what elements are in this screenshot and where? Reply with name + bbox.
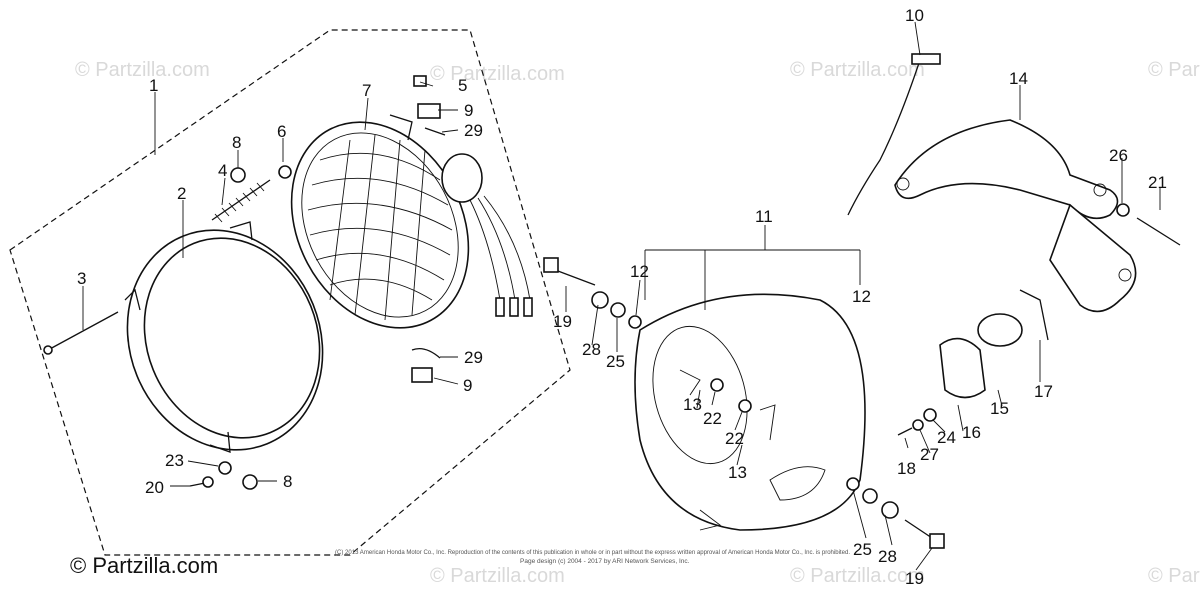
callout-labels: 1 2 3 4 5 6 7 8 8 9 9 10 11 12 12 13 13 … xyxy=(77,6,1167,588)
callout-10: 10 xyxy=(905,6,924,25)
callout-28a: 28 xyxy=(582,340,601,359)
spring xyxy=(211,179,271,221)
leader-lines xyxy=(82,21,1161,571)
watermark-text: © Partzilla.com xyxy=(790,565,925,587)
clip xyxy=(417,103,441,119)
watermark-text: © Partzilla.com xyxy=(1148,565,1200,587)
callout-22a: 22 xyxy=(703,409,722,428)
bushing-holder xyxy=(939,337,986,399)
grommet xyxy=(846,477,860,491)
callout-11: 11 xyxy=(755,207,773,226)
bushing xyxy=(977,313,1023,347)
watermark-text: © Partzilla.com xyxy=(790,59,925,81)
watermark-text: © Partzilla.com xyxy=(430,63,565,85)
bolt xyxy=(897,427,913,436)
callout-8b: 8 xyxy=(283,472,292,491)
headlight-unit xyxy=(290,114,533,329)
callout-16: 16 xyxy=(962,423,981,442)
callout-1: 1 xyxy=(149,76,158,95)
clip xyxy=(411,367,433,383)
callout-20: 20 xyxy=(145,478,164,497)
callout-7: 7 xyxy=(362,81,371,100)
callout-26: 26 xyxy=(1109,146,1128,165)
spring-clip xyxy=(424,127,446,136)
bolt-head xyxy=(543,257,559,273)
headlight-bracket xyxy=(894,119,1137,313)
screw xyxy=(242,474,258,490)
callout-14: 14 xyxy=(1009,69,1028,88)
watermark-layer: © Partzilla.com © Partzilla.com © Partzi… xyxy=(75,59,1200,587)
callout-9a: 9 xyxy=(464,101,473,120)
callout-3: 3 xyxy=(77,269,86,288)
washer xyxy=(591,291,609,309)
brand-watermark: © Partzilla.com xyxy=(70,553,218,578)
callout-2: 2 xyxy=(177,184,186,203)
grommet xyxy=(628,315,642,329)
watermark-text: © Partzilla.com xyxy=(430,565,565,587)
callout-13a: 13 xyxy=(683,395,702,414)
callout-29b: 29 xyxy=(464,348,483,367)
nut xyxy=(278,165,292,179)
callout-25b: 25 xyxy=(853,540,872,559)
callout-17: 17 xyxy=(1034,382,1053,401)
callout-25a: 25 xyxy=(606,352,625,371)
wire-terminal xyxy=(911,53,941,65)
callout-28b: 28 xyxy=(878,547,897,566)
callout-18: 18 xyxy=(897,459,916,478)
washer xyxy=(862,488,878,504)
callout-22b: 22 xyxy=(725,429,744,448)
callout-4: 4 xyxy=(218,161,227,180)
adjusting-screw xyxy=(47,311,119,351)
screw xyxy=(230,167,246,183)
callout-23: 23 xyxy=(165,451,184,470)
washer xyxy=(218,461,232,475)
callout-19b: 19 xyxy=(905,569,924,588)
washer xyxy=(923,408,937,422)
bolt xyxy=(1136,217,1181,246)
copyright-design: Page design (c) 2004 - 2017 by ARI Netwo… xyxy=(520,558,690,565)
callout-5: 5 xyxy=(458,76,467,95)
callout-15: 15 xyxy=(990,399,1009,418)
copyright-notice: (C) 2013 American Honda Motor Co., Inc. … xyxy=(335,549,850,556)
clip xyxy=(413,75,427,87)
headlight-case xyxy=(634,293,866,531)
callout-13b: 13 xyxy=(728,463,747,482)
callout-27: 27 xyxy=(920,445,939,464)
callout-29a: 29 xyxy=(464,121,483,140)
assembly-outline xyxy=(9,29,571,556)
watermark-text: © Partzilla.com xyxy=(1148,59,1200,81)
callout-12a: 12 xyxy=(630,262,649,281)
watermark-text: © Partzilla.com xyxy=(75,59,210,81)
washer xyxy=(610,302,626,318)
callout-6: 6 xyxy=(277,122,286,141)
washer xyxy=(881,501,899,519)
bracket-plate xyxy=(1019,289,1049,341)
callout-21: 21 xyxy=(1148,173,1167,192)
headlight-rim xyxy=(124,221,324,453)
callout-19a: 19 xyxy=(553,312,572,331)
bolt-head xyxy=(929,533,945,549)
washer xyxy=(912,419,924,431)
callout-24: 24 xyxy=(937,428,956,447)
callout-12b: 12 xyxy=(852,287,871,306)
callout-9b: 9 xyxy=(463,376,472,395)
spring-clip xyxy=(411,347,441,359)
washer xyxy=(1116,203,1130,217)
callout-8a: 8 xyxy=(232,133,241,152)
ground-wire xyxy=(847,59,921,216)
